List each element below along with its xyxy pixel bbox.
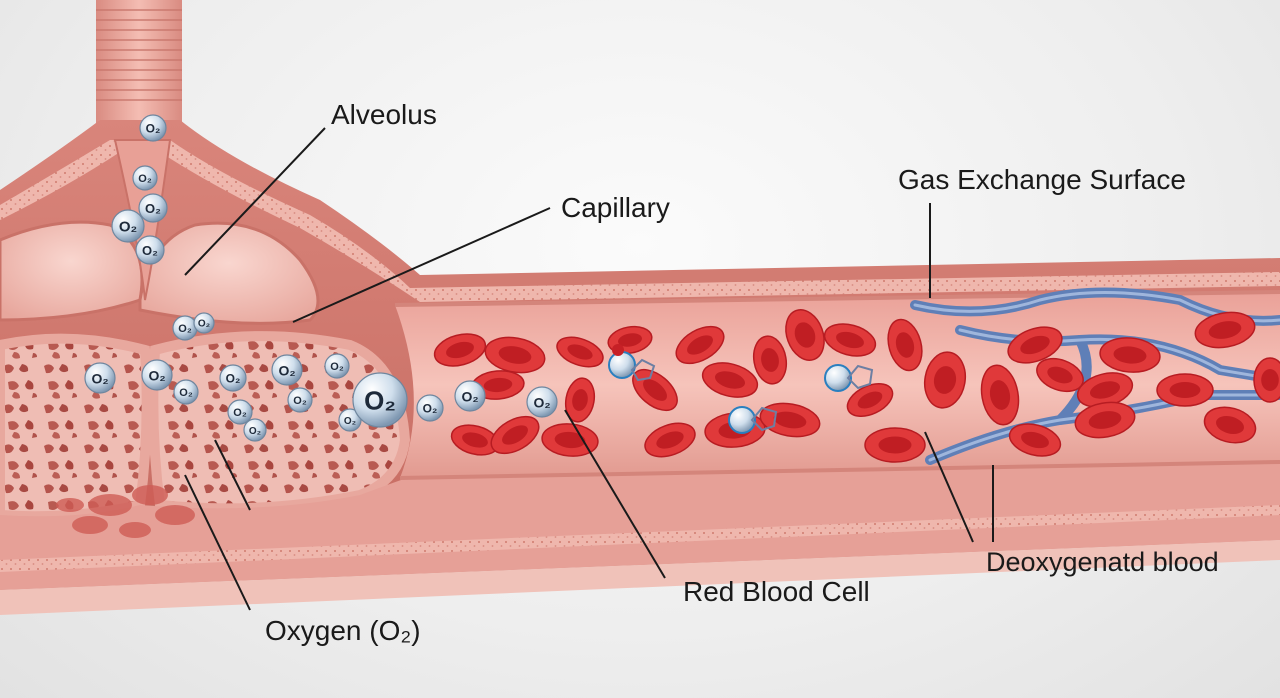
oxygen-molecule: O₂ xyxy=(141,359,173,391)
oxygen-molecule-label: O₂ xyxy=(119,219,137,236)
red-blood-cell xyxy=(556,336,604,368)
leader-capillary xyxy=(292,207,551,323)
oxygen-molecule: O₂ xyxy=(111,209,145,243)
oxygen-molecule-label: O₂ xyxy=(146,122,161,136)
oxygen-molecule-label: O₂ xyxy=(178,323,192,335)
oxygen-molecule: O₂ xyxy=(324,353,350,379)
oxygen-molecule-label: O₂ xyxy=(533,394,550,410)
hemoglobin-complex xyxy=(608,344,656,382)
oxygen-molecule-label: O₂ xyxy=(142,243,158,258)
red-blood-cell xyxy=(752,335,788,385)
oxygen-molecule-label: O₂ xyxy=(278,362,295,378)
red-blood-cell xyxy=(450,424,500,456)
oxygen-molecule-label: O₂ xyxy=(293,395,307,407)
red-blood-cell xyxy=(1007,326,1063,364)
oxygen-molecule: O₂ xyxy=(139,114,167,142)
red-blood-cell xyxy=(484,336,546,374)
red-blood-cell xyxy=(1074,401,1136,439)
leader-lines xyxy=(184,127,994,611)
red-blood-cell xyxy=(433,333,487,367)
leader-oxygen-2 xyxy=(214,439,251,511)
oxygen-molecule: O₂ xyxy=(287,387,313,413)
oxygen-molecule: O₂ xyxy=(352,372,408,428)
oxygen-molecule-label: O₂ xyxy=(249,426,261,437)
oxygen-molecule-label: O₂ xyxy=(91,370,108,386)
label-capillary: Capillary xyxy=(561,192,670,223)
red-blood-cell xyxy=(1156,373,1214,407)
label-oxygen: Oxygen (O₂) xyxy=(265,615,421,646)
oxygen-molecule: O₂ xyxy=(243,418,267,442)
hemoglobin-oxygen-complexes xyxy=(608,344,874,434)
oxygen-molecule-label: O₂ xyxy=(148,367,165,383)
oxygen-molecule: O₂ xyxy=(193,312,215,334)
red-blood-cell xyxy=(490,415,540,455)
oxygen-molecule: O₂ xyxy=(132,165,158,191)
hemoglobin-complex xyxy=(728,406,778,434)
oxygen-molecule: O₂ xyxy=(138,193,168,223)
oxygen-molecule-label: O₂ xyxy=(364,385,396,415)
red-blood-cell xyxy=(541,423,599,457)
label-deoxygenated-blood: Deoxygenatd blood xyxy=(986,547,1219,577)
leader-oxygen-1 xyxy=(184,474,251,611)
label-alveolus: Alveolus xyxy=(331,99,437,130)
red-blood-cell xyxy=(1253,357,1280,403)
oxygen-molecule-label: O₂ xyxy=(179,387,193,399)
hemoglobin-complex xyxy=(824,364,874,392)
oxygen-molecule-label: O₂ xyxy=(330,361,344,373)
oxygen-molecule: O₂ xyxy=(219,364,247,392)
red-blood-cell xyxy=(1099,337,1161,373)
label-red-blood-cell: Red Blood Cell xyxy=(683,576,870,607)
red-blood-cell xyxy=(846,383,894,417)
red-blood-cell xyxy=(675,325,725,365)
oxygen-molecule-label: O₂ xyxy=(198,319,210,330)
leader-deoxy-1 xyxy=(924,431,974,543)
oxygen-molecule: O₂ xyxy=(84,362,116,394)
oxygen-molecule: O₂ xyxy=(135,235,165,265)
leader-alveolus xyxy=(184,127,326,276)
red-blood-cell xyxy=(923,351,967,409)
trachea xyxy=(96,0,182,140)
oxygen-molecule-label: O₂ xyxy=(145,201,161,216)
red-blood-cell xyxy=(1036,357,1084,393)
red-blood-cell xyxy=(864,427,926,463)
red-blood-cell xyxy=(1203,406,1257,444)
leader-rbc xyxy=(564,409,666,579)
oxygen-molecule-label: O₂ xyxy=(423,402,438,416)
red-blood-cell xyxy=(785,309,825,361)
oxygen-molecule: O₂ xyxy=(454,380,486,412)
oxygen-molecule-label: O₂ xyxy=(226,372,241,386)
red-blood-cell xyxy=(1194,311,1256,349)
red-blood-cell xyxy=(564,377,596,423)
oxygen-molecule-label: O₂ xyxy=(233,407,247,419)
oxygen-molecule-label: O₂ xyxy=(344,416,356,427)
label-gas-exchange-surface: Gas Exchange Surface xyxy=(898,164,1186,195)
oxygen-molecule: O₂ xyxy=(271,354,303,386)
oxygen-molecule-label: O₂ xyxy=(461,388,478,404)
red-blood-cell xyxy=(823,323,877,357)
oxygen-molecule: O₂ xyxy=(416,394,444,422)
red-blood-cell xyxy=(644,422,696,458)
oxygen-molecule: O₂ xyxy=(173,379,199,405)
oxygen-molecule: O₂ xyxy=(172,315,198,341)
red-blood-cell xyxy=(887,318,923,372)
oxygen-molecule: O₂ xyxy=(227,399,253,425)
oxygen-molecule-label: O₂ xyxy=(138,173,152,185)
oxygen-molecule: O₂ xyxy=(526,386,558,418)
red-blood-cell xyxy=(1008,423,1062,457)
red-blood-cell xyxy=(701,362,759,398)
